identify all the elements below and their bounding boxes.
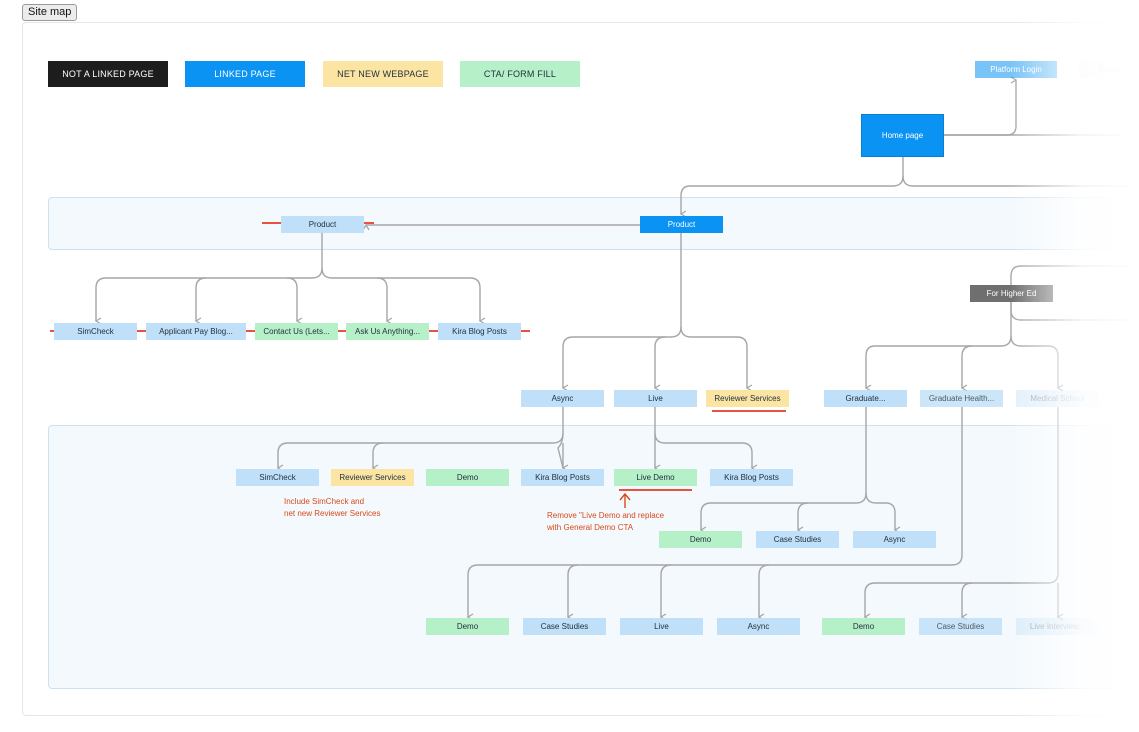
node-demo-top[interactable]: Demo xyxy=(1079,61,1139,78)
node-live-demo[interactable]: Live Demo xyxy=(614,469,697,486)
node-product[interactable]: Product xyxy=(640,216,723,233)
legend-net-new-webpage: NET NEW WEBPAGE xyxy=(323,61,443,87)
node-live-c[interactable]: Live xyxy=(620,618,703,635)
node-simcheck-old[interactable]: SimCheck xyxy=(54,323,137,340)
node-demo-a[interactable]: Demo xyxy=(426,469,509,486)
annotation-include-simcheck: Include SimCheck and net new Reviewer Se… xyxy=(284,496,380,520)
node-product-old[interactable]: Product xyxy=(281,216,364,233)
product-section-band xyxy=(48,197,1130,250)
node-demo-d[interactable]: Demo xyxy=(822,618,905,635)
annotation-line: net new Reviewer Services xyxy=(284,509,381,518)
node-medical-school[interactable]: Medical School xyxy=(1016,390,1099,407)
node-demo-b[interactable]: Demo xyxy=(659,531,742,548)
node-case-studies-c[interactable]: Case Studies xyxy=(523,618,606,635)
node-kira-blog-posts-b[interactable]: Kira Blog Posts xyxy=(710,469,793,486)
node-demo-c[interactable]: Demo xyxy=(426,618,509,635)
annotation-remove-live-demo: Remove "Live Demo and replace with Gener… xyxy=(547,510,664,534)
legend-cta-form-fill: CTA/ FORM FILL xyxy=(460,61,580,87)
node-case-studies-d[interactable]: Case Studies xyxy=(919,618,1002,635)
node-live[interactable]: Live xyxy=(614,390,697,407)
legend-not-linked-page: NOT A LINKED PAGE xyxy=(48,61,168,87)
node-for-higher-ed[interactable]: For Higher Ed xyxy=(970,285,1053,302)
annotation-line: Remove "Live Demo and replace xyxy=(547,511,665,520)
node-graduate[interactable]: Graduate... xyxy=(824,390,907,407)
node-reviewer-services[interactable]: Reviewer Services xyxy=(706,390,789,407)
node-simcheck[interactable]: SimCheck xyxy=(236,469,319,486)
node-kira-blog-posts-a[interactable]: Kira Blog Posts xyxy=(521,469,604,486)
node-platform-login[interactable]: Platform Login xyxy=(975,61,1057,78)
node-case-studies-b[interactable]: Case Studies xyxy=(756,531,839,548)
site-map-tab[interactable]: Site map xyxy=(22,4,78,21)
node-async-c[interactable]: Async xyxy=(717,618,800,635)
legend-linked-page: LINKED PAGE xyxy=(185,61,305,87)
node-live-interview[interactable]: Live Interview... xyxy=(1016,618,1099,635)
node-graduate-health[interactable]: Graduate Health... xyxy=(920,390,1003,407)
annotation-line: Include SimCheck and xyxy=(284,497,365,506)
node-kira-blog-posts-old[interactable]: Kira Blog Posts xyxy=(438,323,521,340)
node-contact-us[interactable]: Contact Us (Lets... xyxy=(255,323,338,340)
node-async-b[interactable]: Async xyxy=(853,531,936,548)
node-reviewer-services-2[interactable]: Reviewer Services xyxy=(331,469,414,486)
annotation-line: with General Demo CTA xyxy=(547,523,634,532)
node-home-page[interactable]: Home page xyxy=(861,114,944,157)
node-async[interactable]: Async xyxy=(521,390,604,407)
node-applicant-pay-blog[interactable]: Applicant Pay Blog... xyxy=(146,323,246,340)
node-ask-us-anything[interactable]: Ask Us Anything... xyxy=(346,323,429,340)
